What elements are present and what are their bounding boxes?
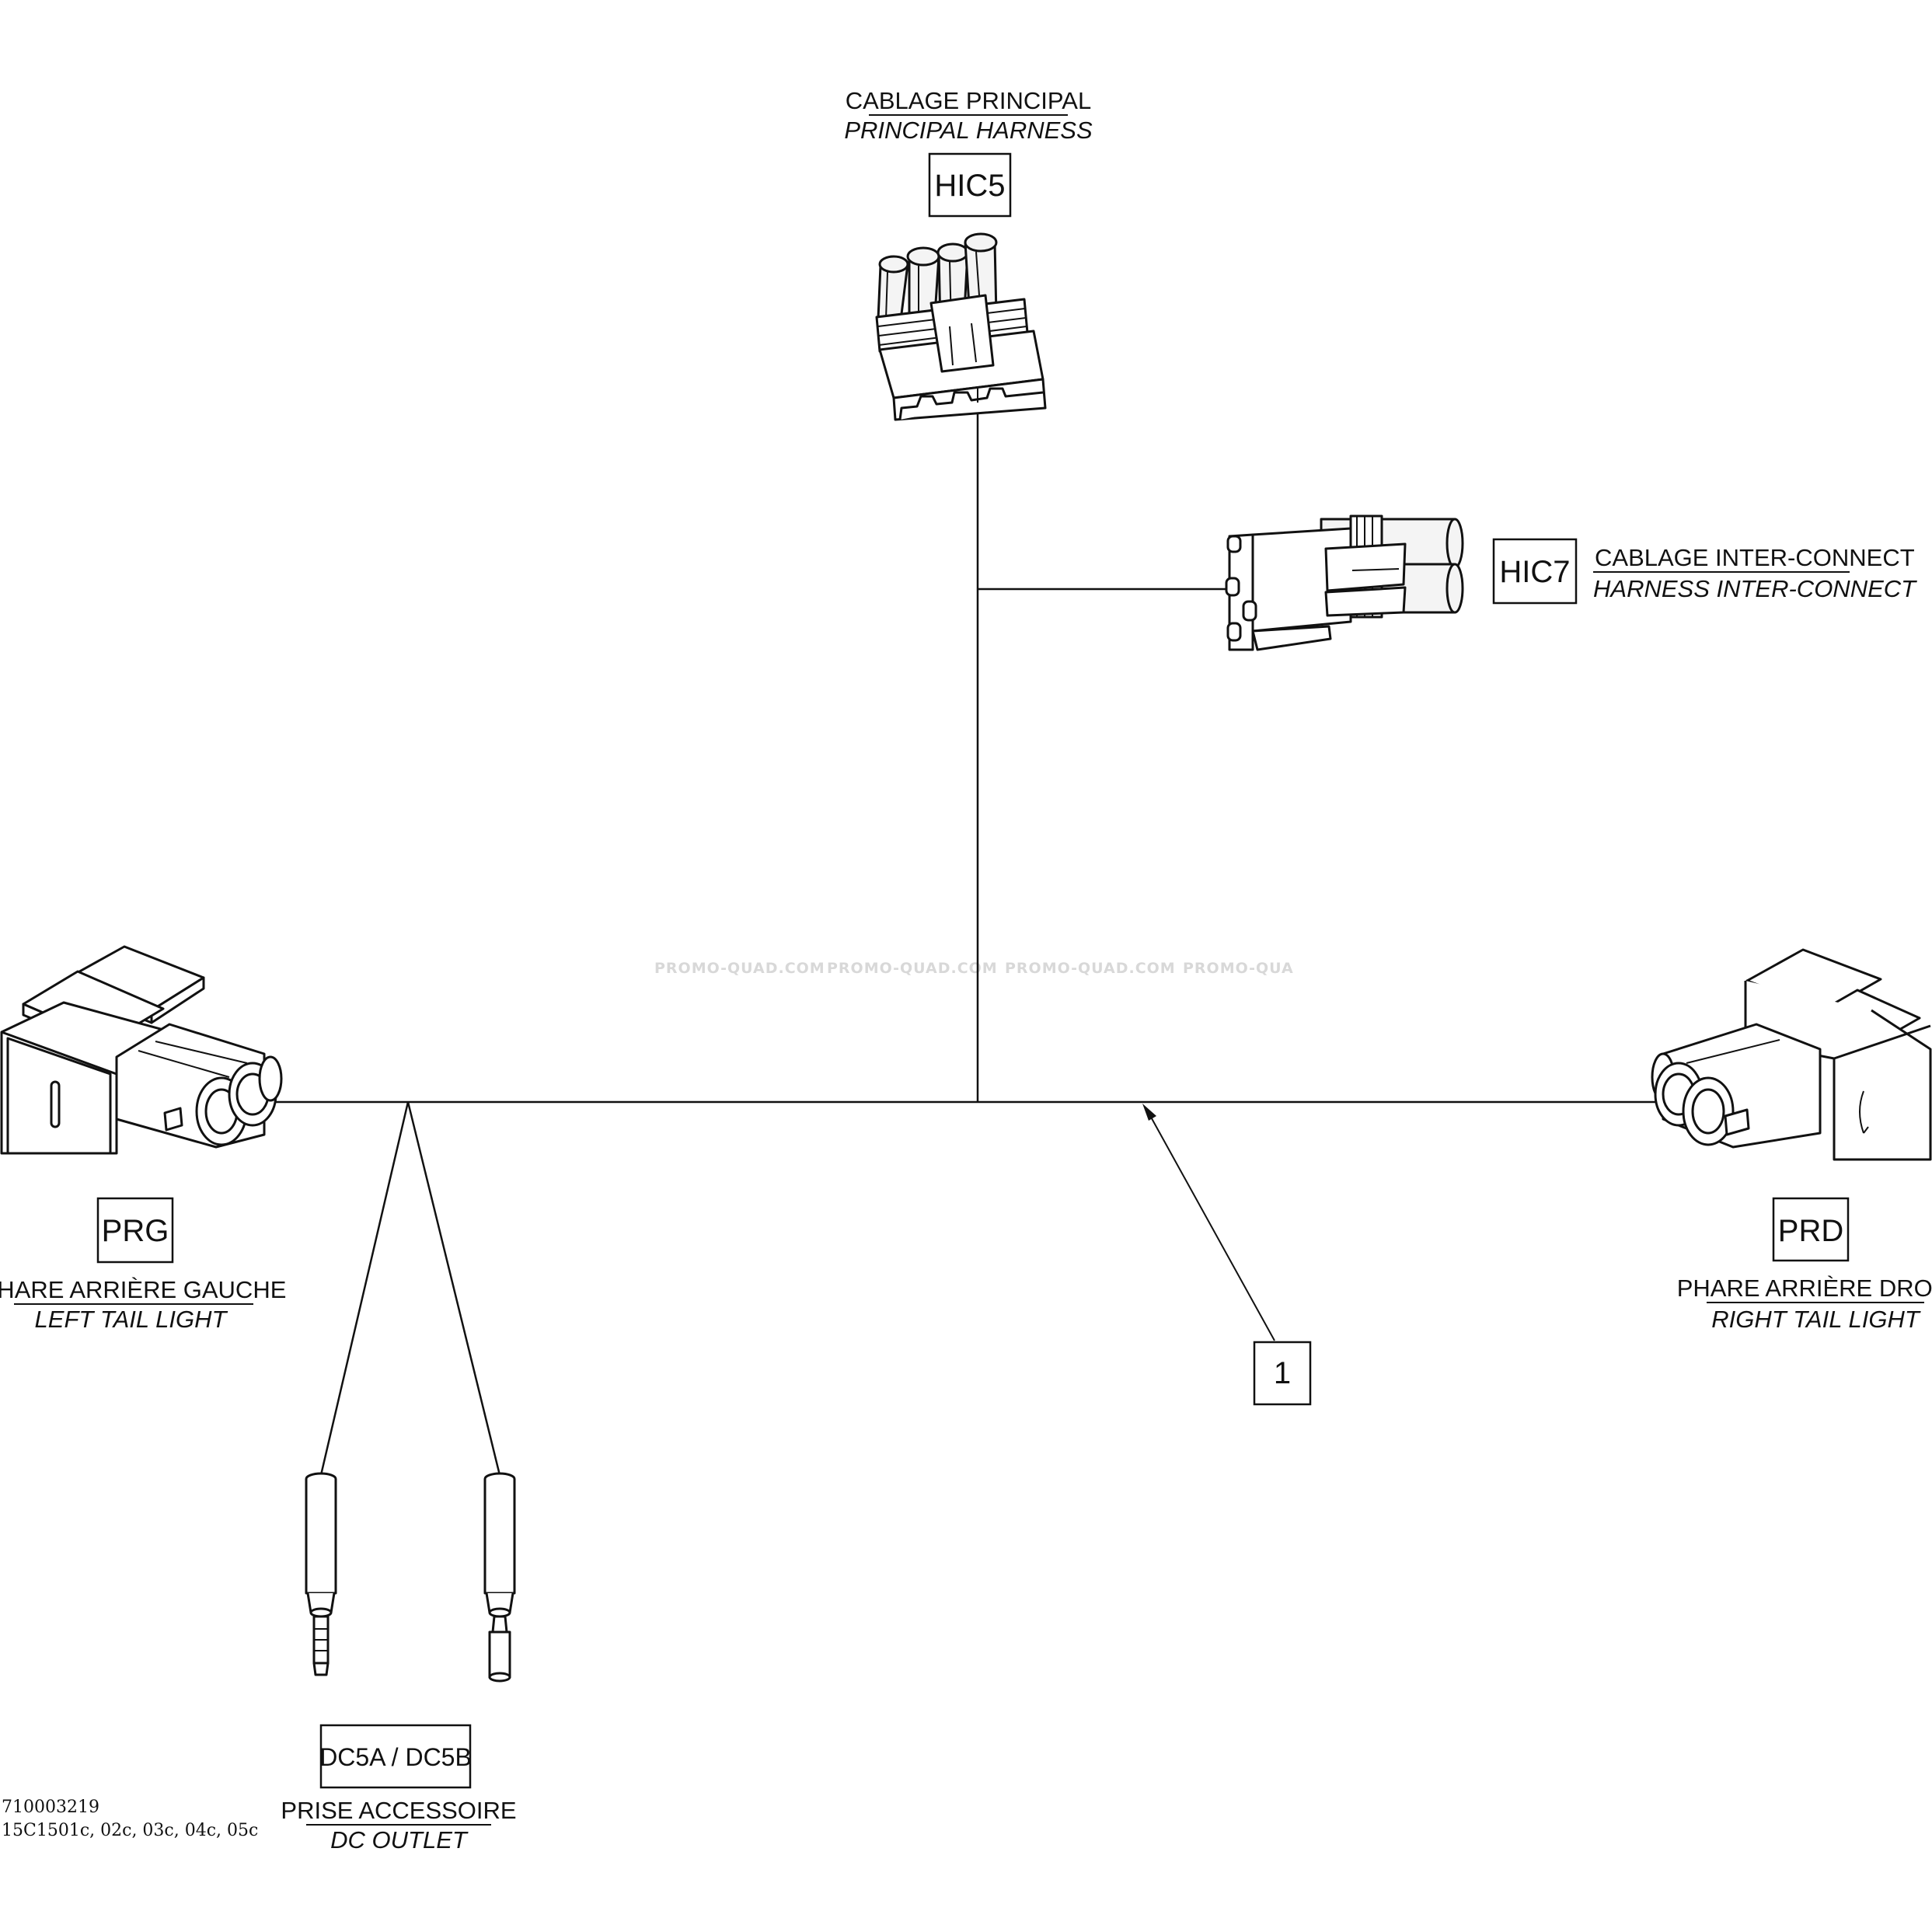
dc5-code-box bbox=[319, 1724, 472, 1789]
prg-code-box bbox=[96, 1197, 174, 1264]
callout-1: 1 bbox=[1142, 1104, 1312, 1406]
prg-label-en: LEFT TAIL LIGHT bbox=[35, 1306, 228, 1333]
harness-wires bbox=[264, 403, 1655, 1476]
prd-connector bbox=[1651, 948, 1932, 1161]
hic5-label-group: CABLAGE PRINCIPAL PRINCIPAL HARNESS HIC5 bbox=[844, 87, 1093, 218]
prg-label-fr: PHARE ARRIÈRE GAUCHE bbox=[0, 1276, 286, 1303]
prd-label-en: RIGHT TAIL LIGHT bbox=[1711, 1306, 1921, 1333]
callout-arrowhead bbox=[1142, 1104, 1156, 1121]
dc5a-terminal bbox=[305, 1472, 337, 1676]
dc5-label-group: DC5A / DC5B PRISE ACCESSOIRE DC OUTLET bbox=[281, 1724, 517, 1854]
hic7-code-box bbox=[1492, 538, 1578, 605]
hic7-label-group: HIC7 CABLAGE INTER-CONNECT HARNESS INTER… bbox=[1492, 538, 1917, 605]
watermark: PROMO-QUAD.COM PROMO-QUAD.COM PROMO-QUAD… bbox=[654, 960, 1294, 977]
watermark-text-4: PROMO-QUA bbox=[1183, 960, 1294, 977]
hic7-label-fr: CABLAGE INTER-CONNECT bbox=[1595, 544, 1915, 571]
callout-box bbox=[1253, 1341, 1312, 1406]
hic5-code: HIC5 bbox=[934, 169, 1005, 203]
figure-codes: 15C1501c, 02c, 03c, 04c, 05c bbox=[2, 1821, 258, 1840]
hic5-code-box bbox=[928, 152, 1012, 218]
prg-label-group: PRG PHARE ARRIÈRE GAUCHE LEFT TAIL LIGHT bbox=[0, 1197, 286, 1333]
dc5-label-en: DC OUTLET bbox=[330, 1826, 469, 1854]
prd-label-group: PRD PHARE ARRIÈRE DROIT RIGHT TAIL LIGHT bbox=[1677, 1197, 1932, 1333]
dc5-code: DC5A / DC5B bbox=[319, 1743, 472, 1771]
dc5b-branch-wire bbox=[406, 1101, 501, 1476]
callout-leader-line bbox=[1148, 1112, 1275, 1341]
dc5-label-fr: PRISE ACCESSOIRE bbox=[281, 1797, 516, 1824]
hic7-code: HIC7 bbox=[1499, 555, 1570, 589]
watermark-text-2: PROMO-QUAD.COM bbox=[827, 960, 998, 977]
prd-code: PRD bbox=[1778, 1214, 1843, 1248]
hic7-connector bbox=[1225, 514, 1464, 651]
callout-number: 1 bbox=[1274, 1356, 1291, 1390]
dc5b-terminal bbox=[483, 1472, 516, 1683]
prd-label-fr: PHARE ARRIÈRE DROIT bbox=[1677, 1275, 1932, 1302]
hic5-label-en: PRINCIPAL HARNESS bbox=[844, 117, 1093, 144]
watermark-text-1: PROMO-QUAD.COM bbox=[654, 960, 825, 977]
part-number: 710003219 bbox=[2, 1798, 99, 1817]
hic7-label-en: HARNESS INTER-CONNECT bbox=[1593, 575, 1917, 602]
prg-connector bbox=[0, 945, 283, 1155]
prg-code: PRG bbox=[102, 1214, 169, 1248]
hic5-connector bbox=[875, 232, 1047, 421]
watermark-text-3: PROMO-QUAD.COM bbox=[1005, 960, 1176, 977]
prd-code-box bbox=[1772, 1197, 1850, 1262]
footer-codes: 710003219 15C1501c, 02c, 03c, 04c, 05c bbox=[2, 1798, 258, 1840]
hic5-label-fr: CABLAGE PRINCIPAL bbox=[846, 87, 1091, 114]
dc5a-branch-wire bbox=[319, 1101, 410, 1476]
